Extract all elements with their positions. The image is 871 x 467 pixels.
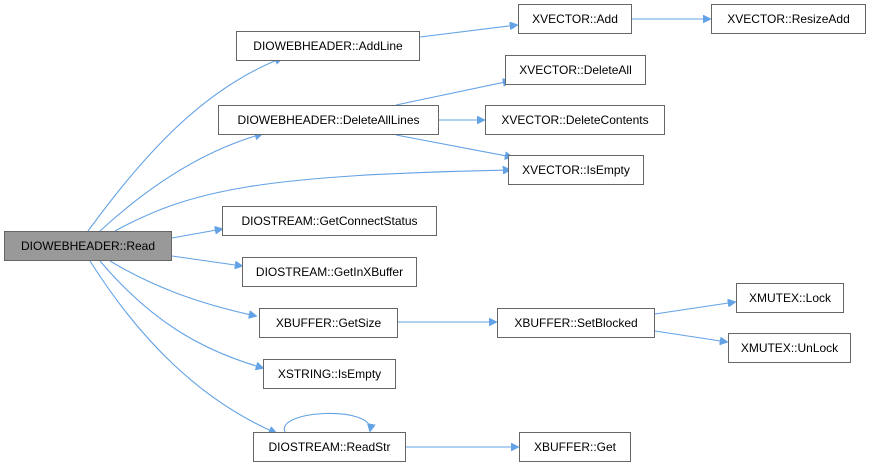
node-diostream-getinxbuffer[interactable]: DIOSTREAM::GetInXBuffer [242,257,417,287]
node-xbuffer-get[interactable]: XBUFFER::Get [519,432,631,462]
node-xvector-deletecontents[interactable]: XVECTOR::DeleteContents [485,105,665,135]
edge-read-to-getconnectstatus [171,229,222,239]
edge-read-to-getinxbuffer [171,255,242,266]
node-xvector-add[interactable]: XVECTOR::Add [518,4,632,34]
edge-read-to-deletealllines [99,134,262,232]
node-diostream-getconnectstatus[interactable]: DIOSTREAM::GetConnectStatus [222,206,437,236]
edge-deletealllines-to-xvector-isempty [395,134,512,157]
node-xmutex-lock[interactable]: XMUTEX::Lock [736,283,844,313]
node-xbuffer-getsize[interactable]: XBUFFER::GetSize [259,308,398,338]
node-xvector-resizeadd[interactable]: XVECTOR::ResizeAdd [711,4,866,34]
node-xvector-isempty[interactable]: XVECTOR::IsEmpty [508,155,644,185]
edge-setblocked-to-lock [654,302,735,315]
edge-addline-to-xvector-add [419,25,517,38]
node-dioweb-header-deletealllines[interactable]: DIOWEBHEADER::DeleteAllLines [218,105,439,135]
edge-deletealllines-to-deleteall [395,81,510,106]
edge-read-to-xstring-isempty [99,260,263,368]
edge-read-to-getsize [109,260,256,316]
edge-read-to-addline [87,58,282,232]
node-diostream-readstr[interactable]: DIOSTREAM::ReadStr [253,432,406,462]
node-xstring-isempty[interactable]: XSTRING::IsEmpty [263,359,396,389]
node-xmutex-unlock[interactable]: XMUTEX::UnLock [728,333,851,363]
edge-setblocked-to-unlock [654,330,727,342]
edge-read-to-readstr [89,260,276,433]
node-dioweb-header-addline[interactable]: DIOWEBHEADER::AddLine [236,31,420,61]
node-xvector-deleteall[interactable]: XVECTOR::DeleteAll [505,55,646,85]
node-xbuffer-setblocked[interactable]: XBUFFER::SetBlocked [497,308,655,338]
edge-readstr-self-loop [283,412,370,432]
edge-read-to-xvector-isempty [114,170,510,232]
node-dioweb-header-read: DIOWEBHEADER::Read [4,231,172,261]
